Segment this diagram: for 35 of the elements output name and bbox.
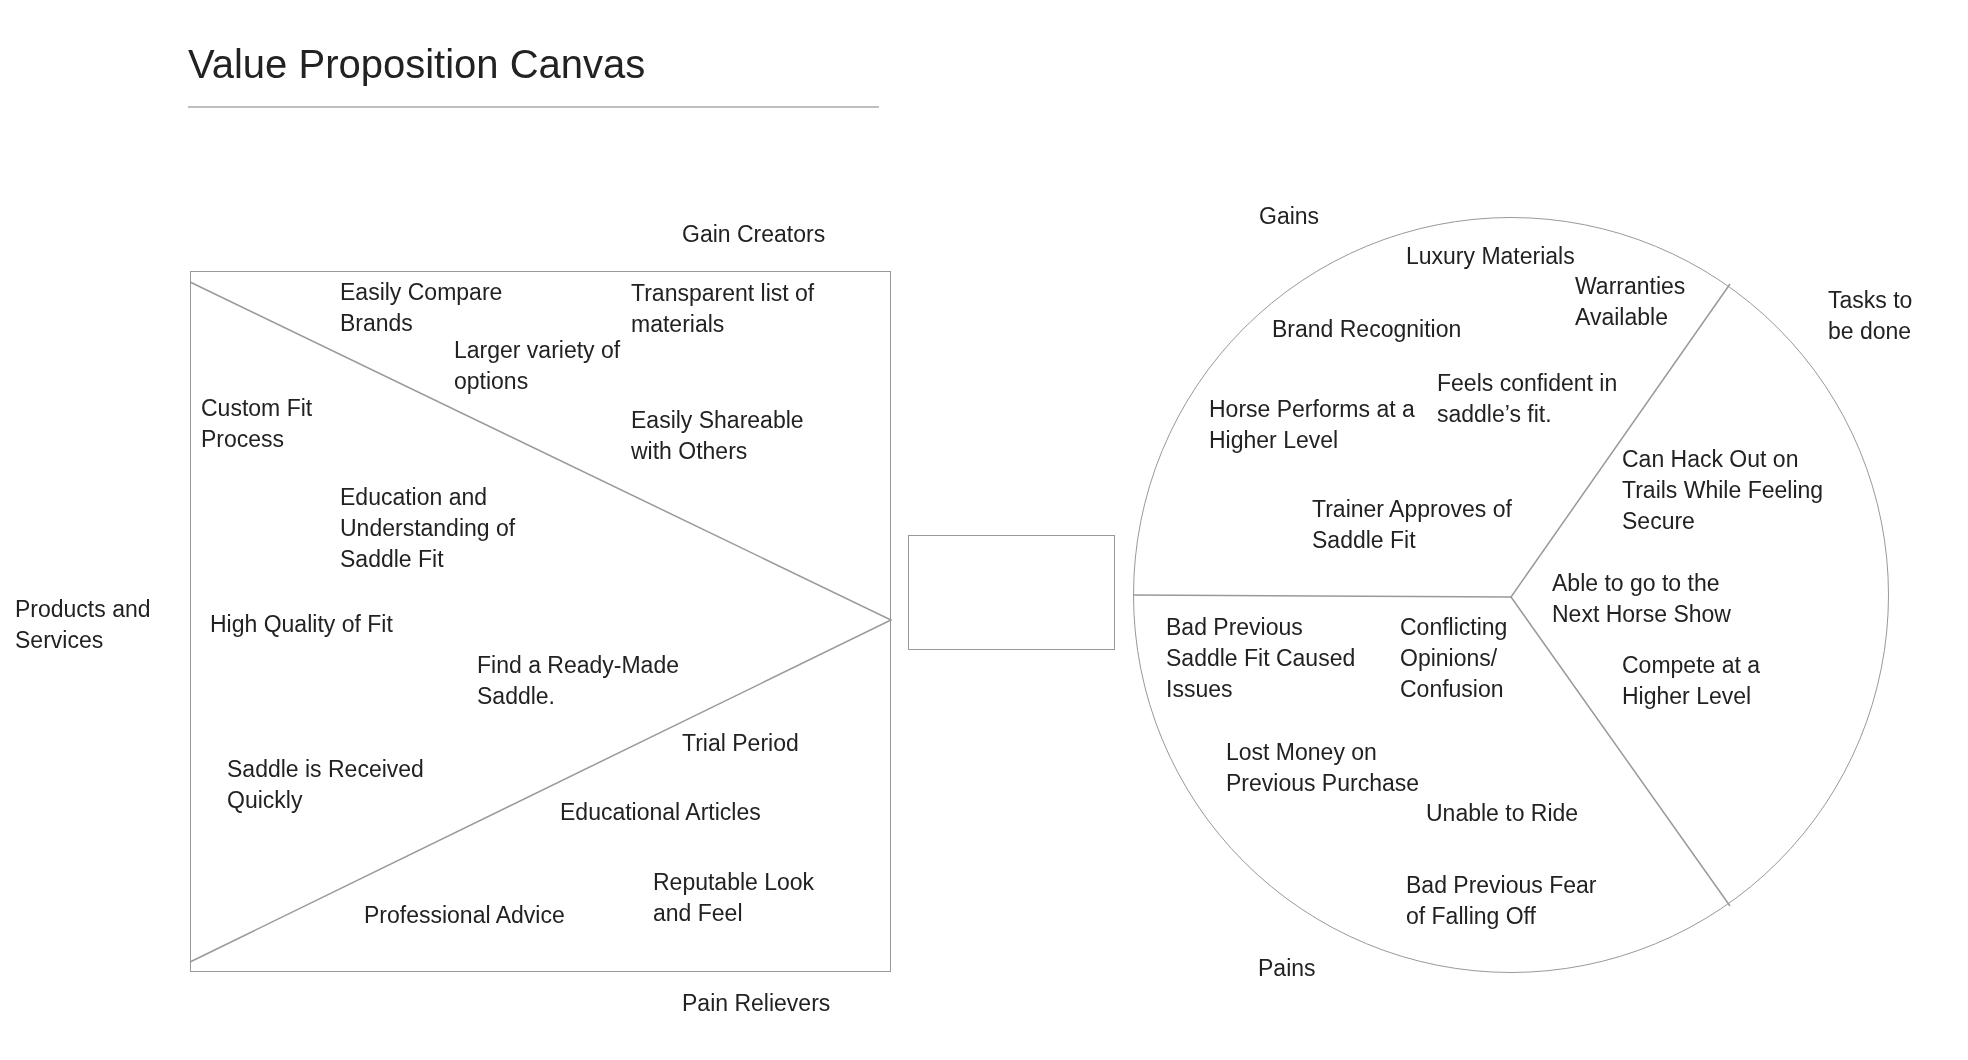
canvas-item: Unable to Ride <box>1426 799 1579 828</box>
canvas-item: Saddle is Received Quickly <box>227 755 425 815</box>
section-heading: Products and Services <box>15 595 152 655</box>
canvas-item: Brand Recognition <box>1272 315 1462 344</box>
canvas-item: Professional Advice <box>364 901 565 930</box>
canvas-item: Reputable Look and Feel <box>653 868 816 928</box>
section-heading: Gains <box>1259 202 1320 231</box>
canvas-item: Can Hack Out on Trails While Feeling Secure <box>1622 445 1825 536</box>
canvas-item: Custom Fit Process <box>201 394 314 454</box>
canvas-item: Educational Articles <box>560 798 761 827</box>
canvas-item: Compete at a Higher Level <box>1622 651 1762 711</box>
canvas-item: Find a Ready-Made Saddle. <box>477 651 680 711</box>
section-heading: Pains <box>1258 954 1316 983</box>
section-heading: Tasks to be done <box>1828 286 1914 346</box>
title: Value Proposition Canvas <box>188 41 646 88</box>
section-heading: Gain Creators <box>682 220 826 249</box>
canvas-item: Feels confident in saddle’s fit. <box>1437 369 1619 429</box>
canvas-item: Easily Shareable with Others <box>631 406 805 466</box>
canvas-item: Conflicting Opinions/ Confusion <box>1400 613 1509 704</box>
canvas-item: Bad Previous Fear of Falling Off <box>1406 871 1598 931</box>
canvas-item: Education and Understanding of Saddle Fit <box>340 483 517 574</box>
canvas-item: Lost Money on Previous Purchase <box>1226 738 1421 798</box>
center-box <box>908 535 1115 650</box>
canvas-item: Easily Compare Brands <box>340 278 504 338</box>
canvas-item: Warranties Available <box>1575 272 1687 332</box>
canvas-item: Trainer Approves of Saddle Fit <box>1312 495 1513 555</box>
section-heading: Pain Relievers <box>682 989 831 1018</box>
canvas-item: Bad Previous Saddle Fit Caused Issues <box>1166 613 1357 704</box>
canvas-item: Larger variety of options <box>454 336 622 396</box>
canvas-item: Horse Performs at a Higher Level <box>1209 395 1416 455</box>
canvas-item: Luxury Materials <box>1406 242 1575 271</box>
canvas-item: Able to go to the Next Horse Show <box>1552 569 1732 629</box>
canvas-item: Transparent list of materials <box>631 279 816 339</box>
canvas-item: High Quality of Fit <box>210 610 393 639</box>
canvas-item: Trial Period <box>682 729 799 758</box>
